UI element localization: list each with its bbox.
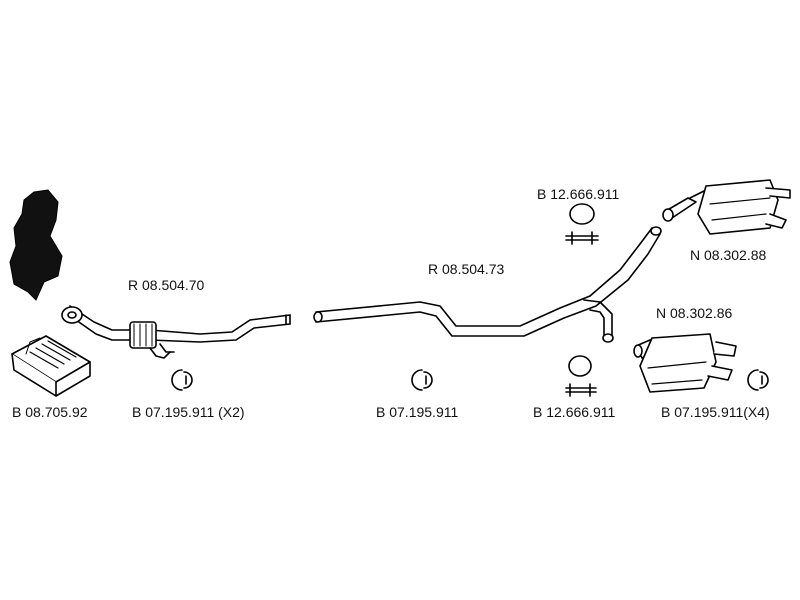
clamp-top-icon xyxy=(565,203,599,245)
mounting-kit-box xyxy=(11,335,91,397)
label-ring-front: B 07.195.911 (X2) xyxy=(132,404,245,420)
vehicle-silhouette xyxy=(9,189,63,301)
middle-pipe xyxy=(313,226,662,343)
label-front-pipe: R 08.504.70 xyxy=(128,277,205,293)
ring-front-icon xyxy=(171,369,193,391)
label-middle-pipe: R 08.504.73 xyxy=(428,261,505,277)
lower-rear-muffler xyxy=(633,333,737,393)
label-ring-middle: B 07.195.911 xyxy=(376,404,459,420)
ring-middle-icon xyxy=(411,369,433,391)
upper-rear-muffler xyxy=(662,179,791,235)
label-muffler-upper: N 08.302.88 xyxy=(690,247,767,263)
label-clamp-top: B 12.666.911 xyxy=(537,186,620,202)
ring-rear-icon xyxy=(747,369,769,391)
label-clamp-bottom: B 12.666.911 xyxy=(533,404,616,420)
label-muffler-lower: N 08.302.86 xyxy=(656,305,733,321)
label-ring-rear: B 07.195.911(X4) xyxy=(661,404,770,420)
front-pipe xyxy=(61,305,291,359)
label-mount-kit: B 08.705.92 xyxy=(12,404,88,420)
clamp-bottom-icon xyxy=(565,355,597,397)
